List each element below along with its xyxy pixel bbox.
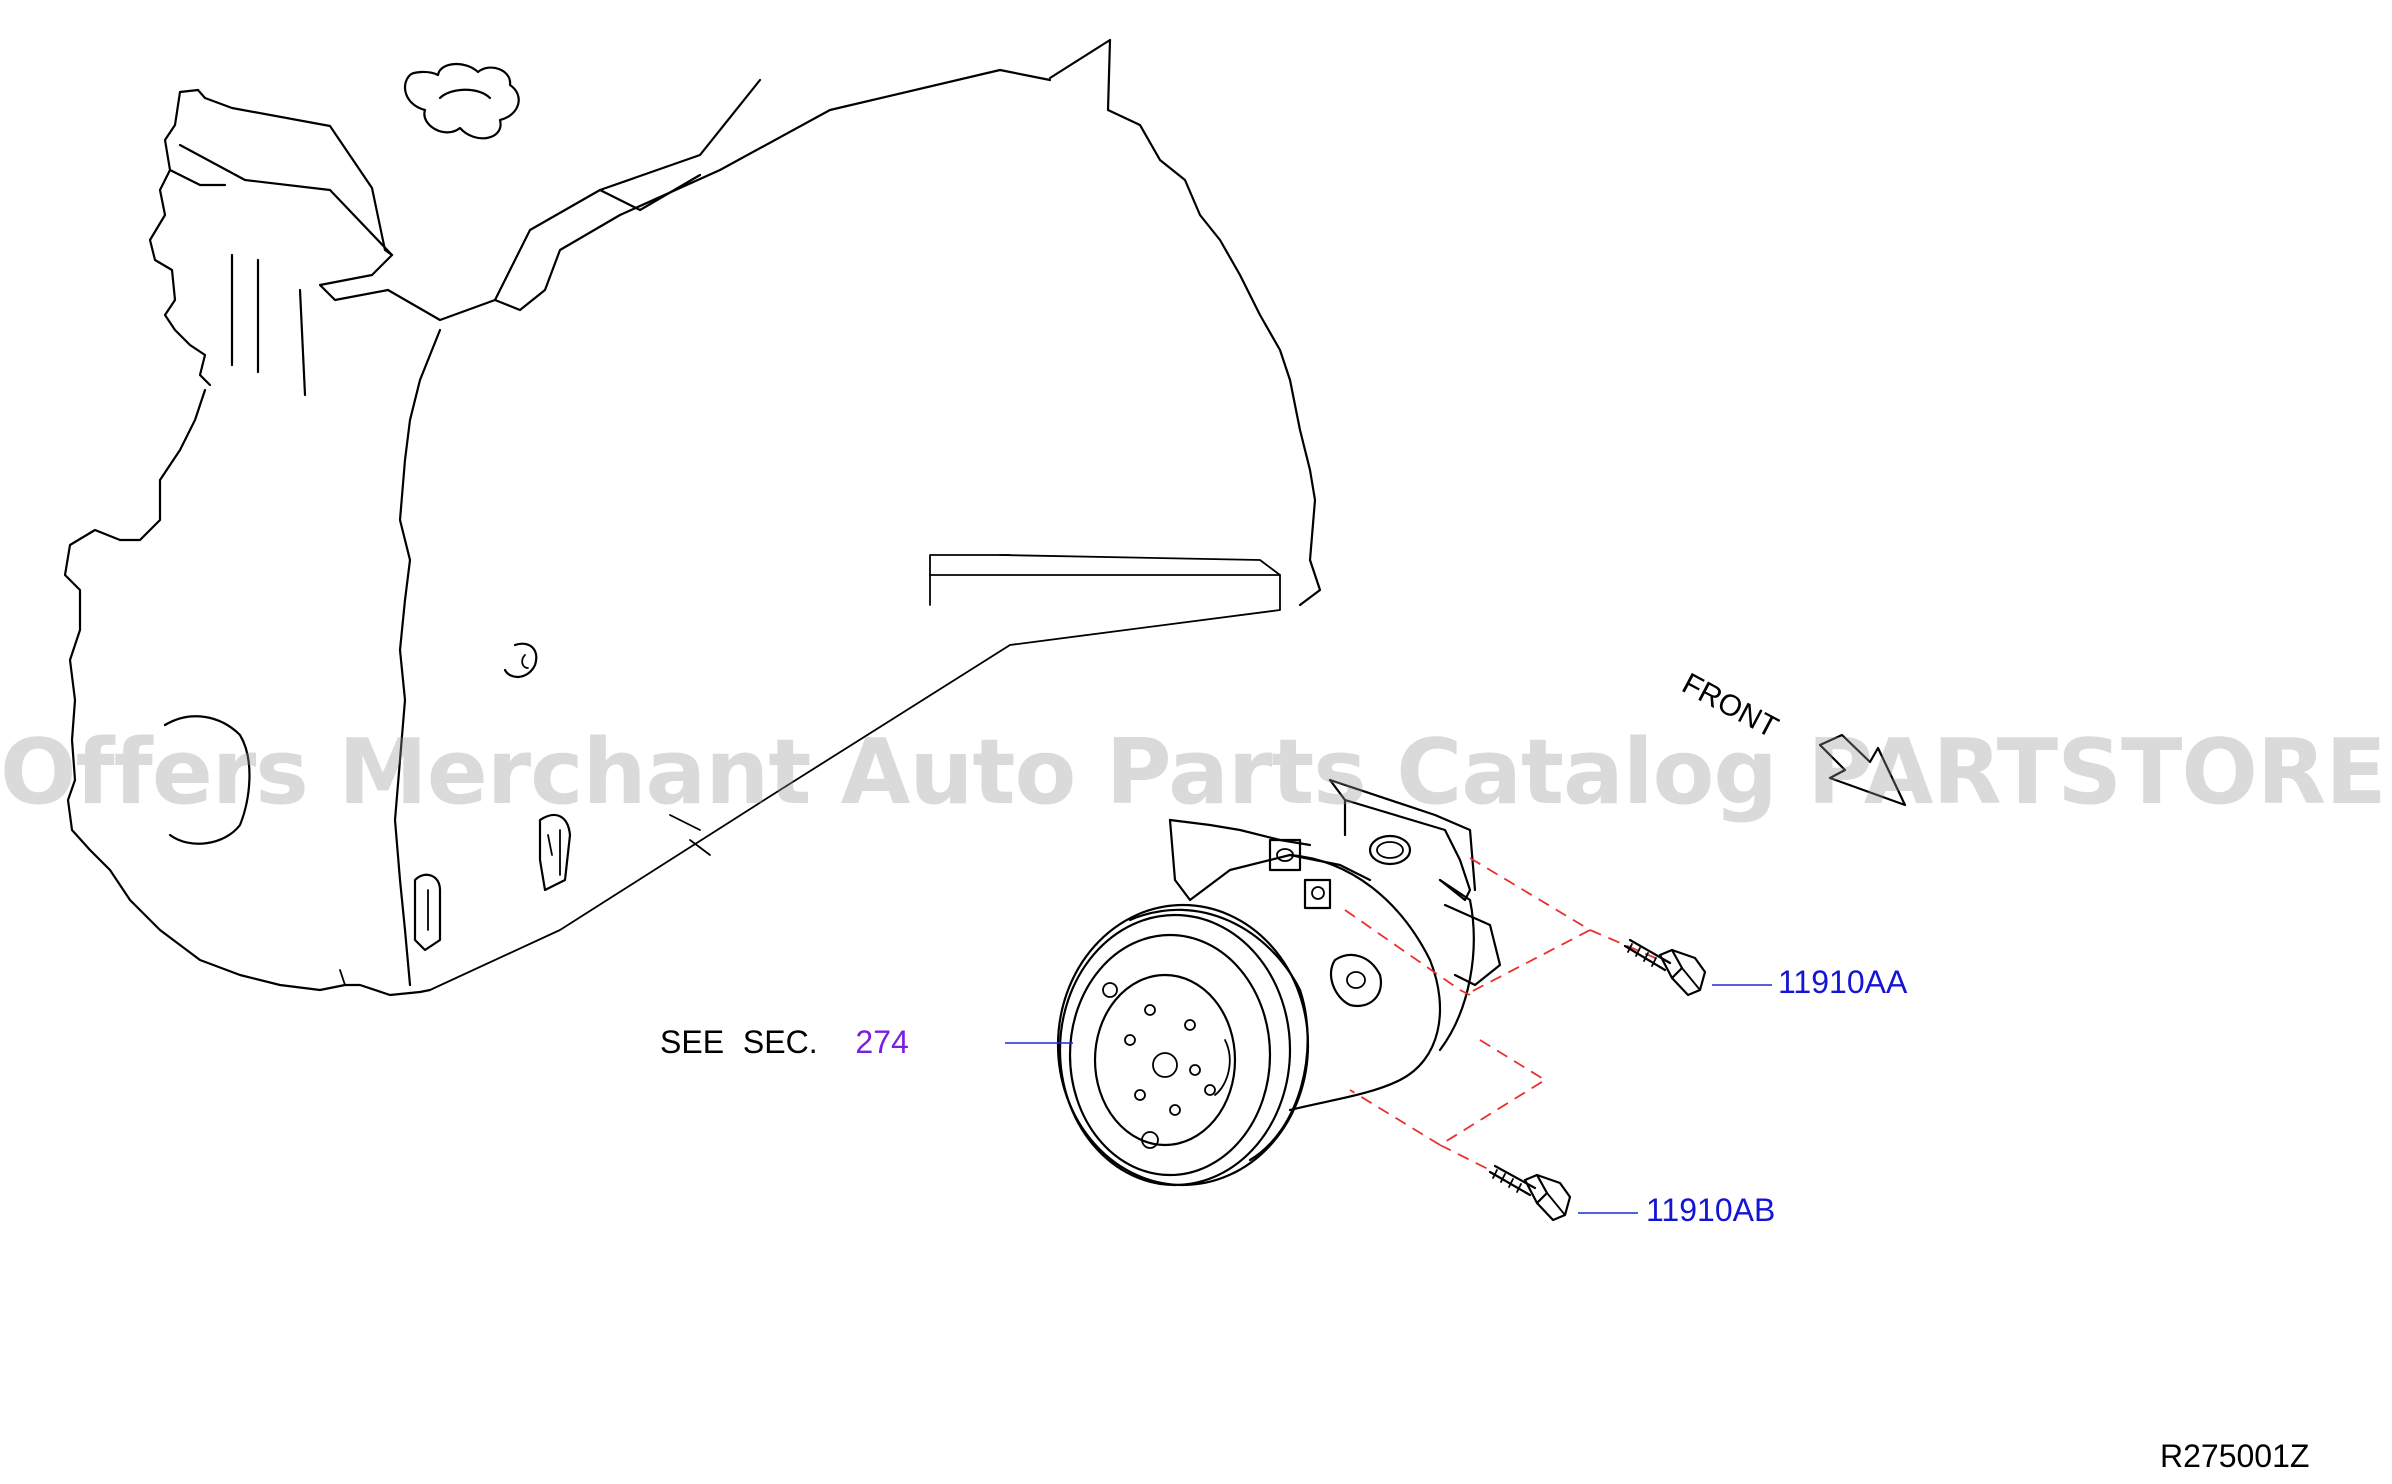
front-direction-indicator: FRONT xyxy=(1677,667,1907,807)
bolt-11910aa xyxy=(1623,938,1707,997)
section-link-274[interactable]: 274 xyxy=(855,1024,909,1060)
mounting-hidden-lines xyxy=(1344,857,1661,1171)
front-arrow-icon xyxy=(1818,733,1907,807)
part-number-11910aa[interactable]: 11910AA xyxy=(1778,964,1908,1000)
diagram-reference-code: R275001Z xyxy=(2160,1438,2310,1474)
part-number-11910ab[interactable]: 11910AB xyxy=(1646,1192,1776,1228)
ac-compressor xyxy=(1056,778,1502,1187)
front-label: FRONT xyxy=(1677,667,1784,745)
see-section-prefix: SEE SEC. xyxy=(660,1024,818,1060)
see-section-callout: SEE SEC. 274 xyxy=(660,1026,909,1058)
bolt-11910ab xyxy=(1488,1164,1572,1222)
engine-block-outline xyxy=(63,38,1322,997)
